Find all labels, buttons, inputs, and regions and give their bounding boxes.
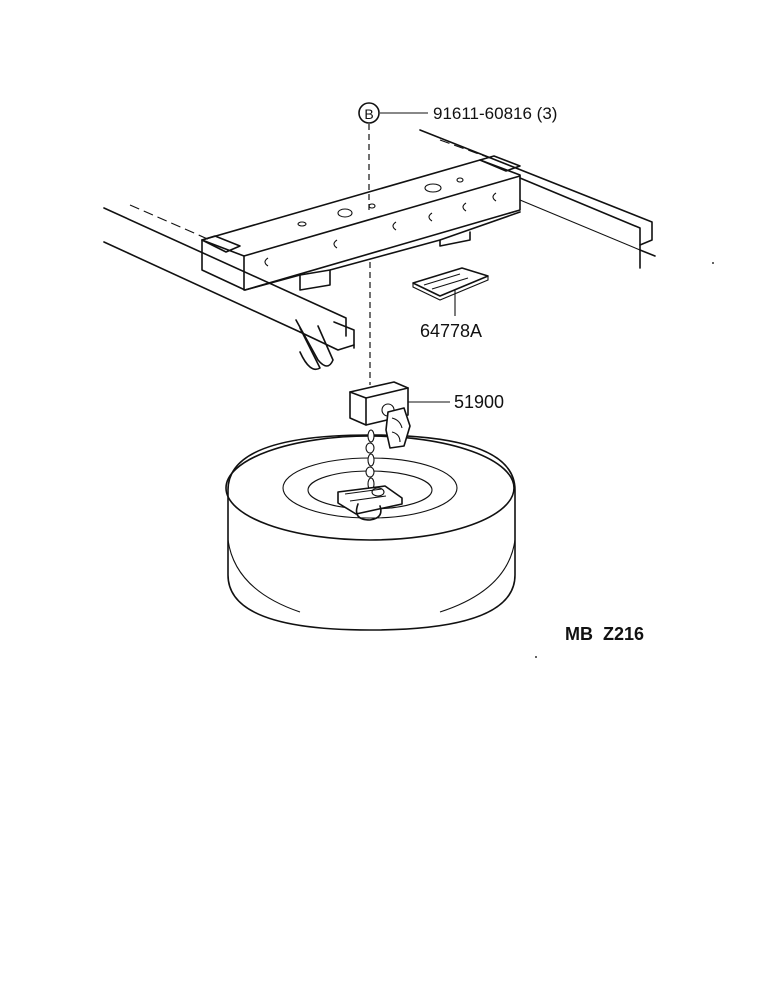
bolt-part-number: 91611-60816 (3) bbox=[433, 104, 557, 123]
tire-retainer bbox=[337, 485, 403, 521]
scan-dot bbox=[712, 262, 714, 264]
bolt-marker-letter: B bbox=[364, 106, 373, 122]
diagram-code: MB Z216 bbox=[565, 624, 644, 644]
hoist-part-number: 51900 bbox=[454, 392, 504, 412]
frame-crossmember bbox=[103, 129, 656, 371]
hoist-assembly: 51900 bbox=[349, 381, 504, 449]
hoist-chain bbox=[365, 429, 375, 491]
pad-part: 64778A bbox=[412, 267, 489, 341]
scan-dot bbox=[535, 656, 537, 658]
bolt-marker-circle bbox=[358, 102, 380, 124]
bolt-callout: B 91611-60816 (3) bbox=[358, 102, 557, 210]
pad-part-number: 64778A bbox=[420, 321, 482, 341]
